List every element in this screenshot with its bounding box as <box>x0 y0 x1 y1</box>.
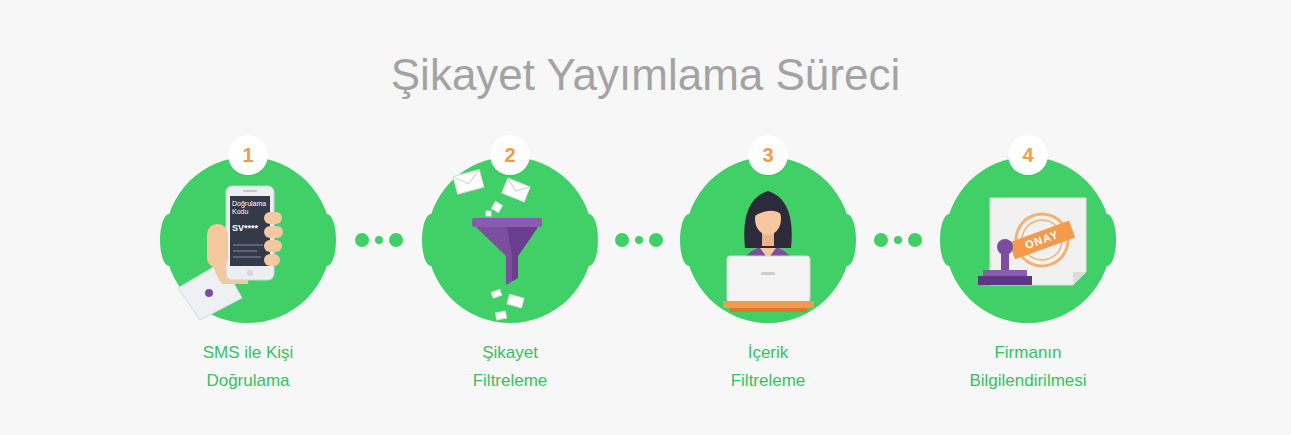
finger <box>264 226 283 238</box>
cuff-button <box>205 289 213 297</box>
collar <box>760 248 776 259</box>
fringe <box>753 198 784 217</box>
step-circle <box>165 157 331 323</box>
connector-dot <box>635 236 643 244</box>
callout-number: 3 <box>762 135 773 175</box>
paper-bit <box>491 289 502 298</box>
callout-number: 2 <box>504 135 515 175</box>
phone-speaker <box>243 190 257 192</box>
step-node: 1SMS ile Kişi Doğrulama <box>143 130 353 410</box>
paper-bit <box>492 202 503 213</box>
callout-number: 1 <box>242 135 253 175</box>
stamp-print-part <box>1009 221 1075 260</box>
screen-line <box>233 250 257 252</box>
number-badge: 2 <box>490 135 530 175</box>
reviewer-illustration <box>723 191 814 312</box>
step-label: SMS ile Kişi Doğrulama <box>193 339 303 395</box>
diagram-title: Şikayet Yayımlama Süreci <box>0 45 1291 105</box>
document-sheet <box>990 198 1086 285</box>
connector-dot <box>615 233 629 247</box>
finger <box>264 254 280 266</box>
step-label: Firmanın Bilgilendirilmesi <box>962 339 1094 395</box>
number-badge: 1 <box>228 135 268 175</box>
laptop-base <box>723 301 814 308</box>
connector-dot <box>375 236 383 244</box>
dotted-connector <box>355 233 403 247</box>
torso <box>734 248 802 302</box>
step-node: 3İçerik Filtreleme <box>663 130 873 410</box>
screen-line <box>233 244 263 246</box>
stamp-stem <box>1001 252 1009 271</box>
envelope <box>453 170 484 194</box>
stamp-print-part <box>1016 214 1067 265</box>
envelope-part <box>453 170 482 188</box>
laptop-logo <box>761 272 775 275</box>
stamp-pad <box>983 270 1027 276</box>
finger <box>264 240 282 252</box>
dotted-connector <box>615 233 663 247</box>
finger <box>264 212 282 224</box>
step-label: Şikayet Filtreleme <box>455 339 565 395</box>
stamp-print <box>1003 205 1081 276</box>
step-label: İçerik Filtreleme <box>713 339 823 395</box>
laptop-foot <box>730 308 807 312</box>
paper-bit <box>507 294 524 308</box>
connector-dot <box>908 233 922 247</box>
envelope-part <box>502 178 530 202</box>
envelope <box>502 178 530 202</box>
connector-dot <box>389 233 403 247</box>
home-button <box>247 270 253 276</box>
shirt-cuff <box>178 262 242 320</box>
number-badge: 4 <box>1008 135 1048 175</box>
connector-dot <box>649 233 663 247</box>
funnel-illustration <box>453 170 542 320</box>
envelope-part <box>504 178 530 195</box>
step-node: 2Şikayet Filtreleme <box>405 130 615 410</box>
approval-illustration <box>978 198 1086 285</box>
connector-dot <box>894 236 902 244</box>
page-fold <box>1073 272 1086 285</box>
dotted-connector <box>874 233 922 247</box>
callout-number: 4 <box>1022 135 1033 175</box>
palm <box>211 232 250 284</box>
funnel-shade <box>507 227 538 281</box>
phone-hand-illustration <box>178 186 283 320</box>
connector-dot <box>355 233 369 247</box>
number-badge: 3 <box>748 135 788 175</box>
laptop-lid <box>727 256 810 302</box>
hair <box>744 191 792 248</box>
verification-code: SV**** <box>232 223 258 234</box>
funnel-body <box>476 227 538 285</box>
step-circle <box>945 157 1111 323</box>
funnel-rim <box>472 218 542 227</box>
step-node: 4Firmanın Bilgilendirilmesi <box>923 130 1133 410</box>
envelope-part <box>453 170 484 194</box>
phone-body <box>226 186 274 280</box>
phone-screen <box>230 196 270 266</box>
screen-caption: Doğrulama Kodu <box>232 200 268 216</box>
paper-bit <box>486 211 491 216</box>
connector-dot <box>874 233 888 247</box>
screen-line <box>233 256 261 258</box>
thumb <box>207 224 228 268</box>
stamp-knob <box>997 239 1013 255</box>
step-circle <box>685 157 851 323</box>
step-circle <box>427 157 593 323</box>
stamp-base <box>978 276 1032 285</box>
neck <box>762 230 774 246</box>
paper-bit <box>496 311 507 320</box>
stamp-print-part <box>1009 207 1076 274</box>
face <box>755 203 781 235</box>
